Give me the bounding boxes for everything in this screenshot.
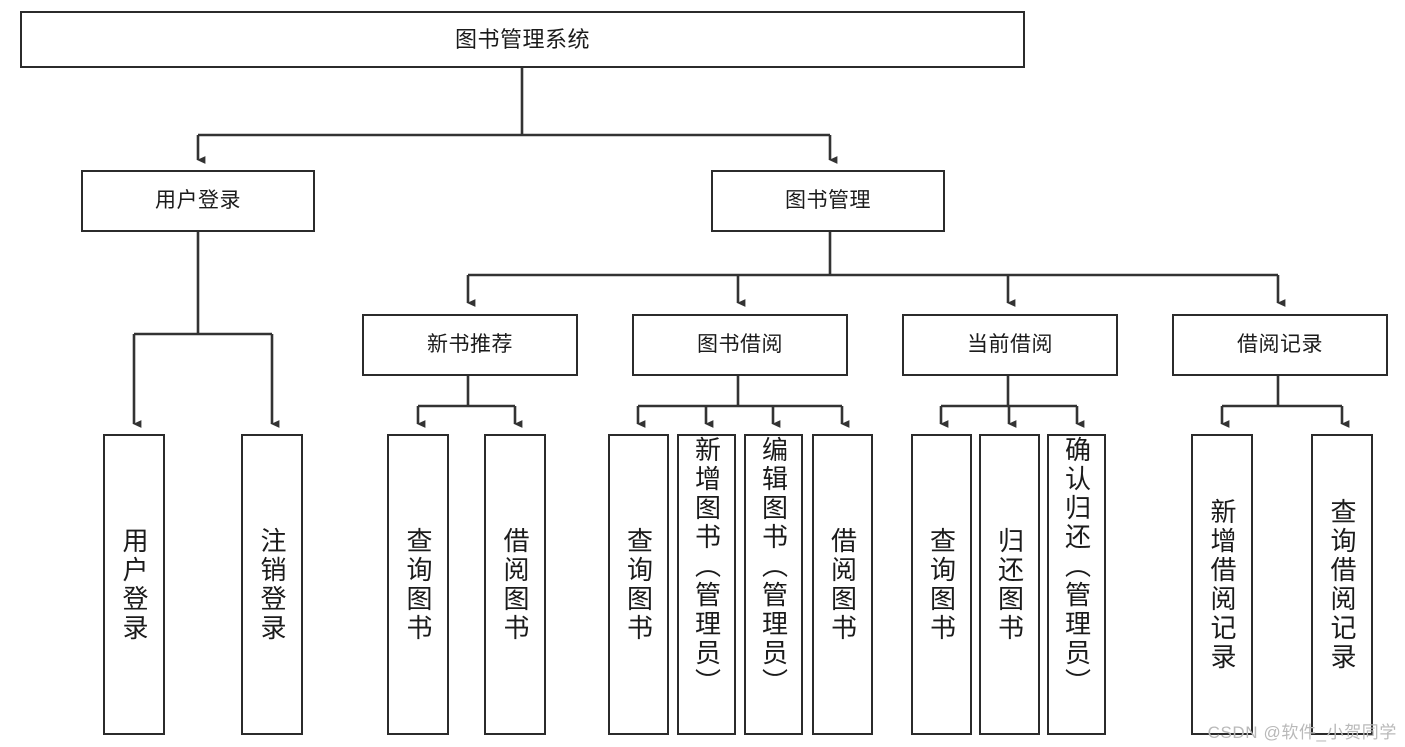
node-label: 图书借阅 bbox=[697, 332, 783, 356]
node-label: 图书管理系统 bbox=[454, 26, 590, 52]
node-current-borrowing[interactable]: 当前借阅 bbox=[902, 314, 1118, 376]
node-label: 用户登录 bbox=[155, 188, 241, 212]
node-label: 当前借阅 bbox=[967, 332, 1053, 356]
node-label: 查询借阅记录 bbox=[1327, 497, 1357, 672]
leaf-new-book-query-books[interactable]: 查询图书 bbox=[387, 434, 449, 735]
node-label: 查询图书 bbox=[403, 526, 433, 643]
node-label: 借阅图书 bbox=[827, 526, 858, 643]
leaf-user-login-logout[interactable]: 注销登录 bbox=[241, 434, 303, 735]
leaf-current-confirm-return-admin[interactable]: 确认归还（管理员） bbox=[1047, 434, 1106, 735]
csdn-watermark: CSDN @软件_小贺同学 bbox=[1207, 723, 1397, 742]
node-label: 图书管理 bbox=[785, 188, 871, 212]
node-label: 注销登录 bbox=[257, 526, 287, 643]
node-label: 确认归还（管理员） bbox=[1061, 436, 1092, 697]
leaf-borrow-add-book-admin[interactable]: 新增图书（管理员） bbox=[677, 434, 736, 735]
node-new-book-recommendation[interactable]: 新书推荐 bbox=[362, 314, 578, 376]
node-root-book-management-system[interactable]: 图书管理系统 bbox=[20, 11, 1025, 68]
leaf-current-return-books[interactable]: 归还图书 bbox=[979, 434, 1040, 735]
node-label: 查询图书 bbox=[926, 526, 957, 643]
leaf-record-query-borrow-record[interactable]: 查询借阅记录 bbox=[1311, 434, 1373, 735]
leaf-borrow-edit-book-admin[interactable]: 编辑图书（管理员） bbox=[744, 434, 803, 735]
node-label: 用户登录 bbox=[119, 526, 149, 643]
node-label: 借阅图书 bbox=[500, 526, 530, 643]
leaf-new-book-borrow-books[interactable]: 借阅图书 bbox=[484, 434, 546, 735]
node-label: 查询图书 bbox=[623, 526, 654, 643]
leaf-borrow-borrow-books[interactable]: 借阅图书 bbox=[812, 434, 873, 735]
node-book-borrowing[interactable]: 图书借阅 bbox=[632, 314, 848, 376]
leaf-record-add-borrow-record[interactable]: 新增借阅记录 bbox=[1191, 434, 1253, 735]
node-label: 新书推荐 bbox=[427, 332, 513, 356]
node-book-management[interactable]: 图书管理 bbox=[711, 170, 945, 232]
node-label: 借阅记录 bbox=[1237, 332, 1323, 356]
node-label: 新增借阅记录 bbox=[1207, 497, 1237, 672]
node-label: 编辑图书（管理员） bbox=[758, 436, 789, 697]
node-label: 归还图书 bbox=[994, 526, 1025, 643]
leaf-borrow-query-books[interactable]: 查询图书 bbox=[608, 434, 669, 735]
node-borrowing-records[interactable]: 借阅记录 bbox=[1172, 314, 1388, 376]
leaf-user-login-login[interactable]: 用户登录 bbox=[103, 434, 165, 735]
leaf-current-query-books[interactable]: 查询图书 bbox=[911, 434, 972, 735]
node-label: 新增图书（管理员） bbox=[691, 436, 722, 697]
node-user-login[interactable]: 用户登录 bbox=[81, 170, 315, 232]
